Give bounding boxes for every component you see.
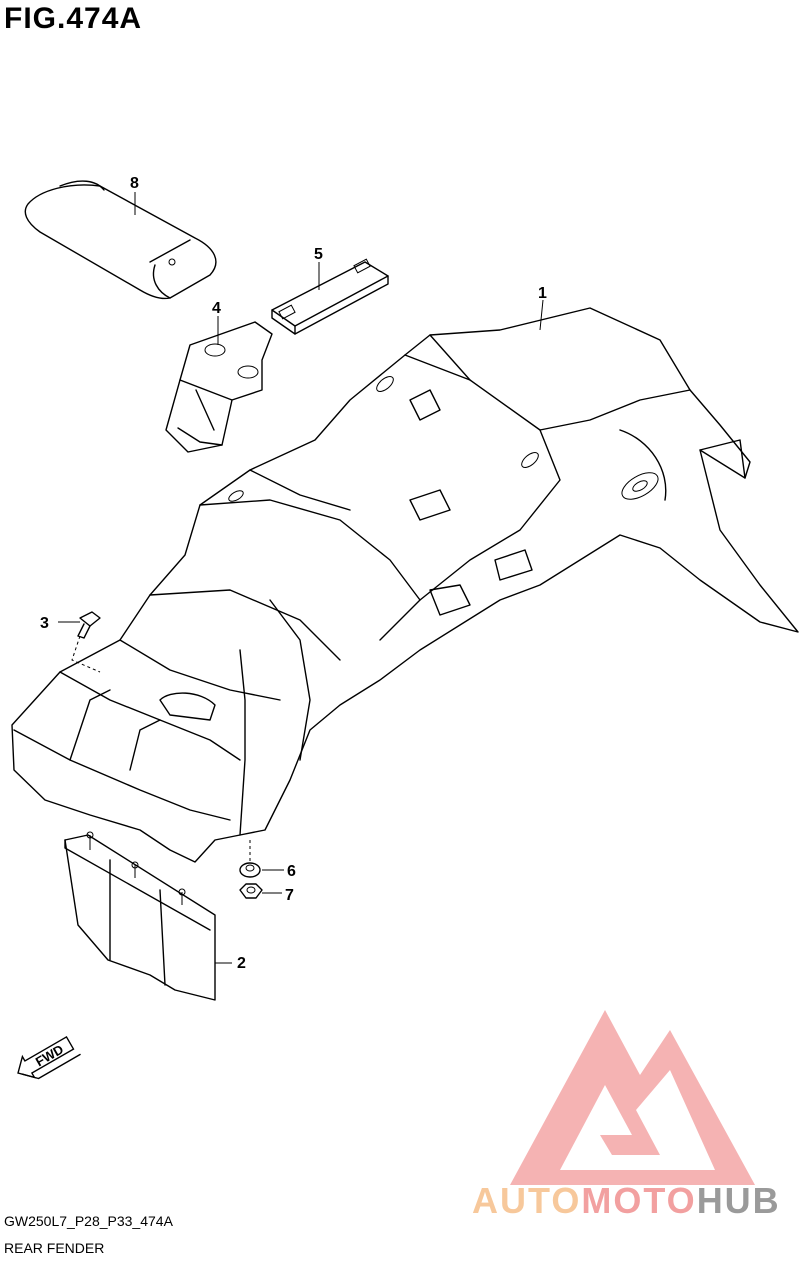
- wordmark-hub: HUB: [696, 1180, 781, 1221]
- figure-caption: REAR FENDER: [4, 1240, 105, 1256]
- mud-flap-part: [64, 831, 216, 1001]
- watermark-logo: [510, 1010, 755, 1185]
- figure-code: GW250L7_P28_P33_474A: [4, 1213, 173, 1229]
- fwd-arrow-icon: FWD: [17, 1035, 81, 1080]
- part-number-1: 1: [538, 285, 547, 302]
- bolt-part: [71, 611, 101, 673]
- part-number-2: 2: [237, 955, 246, 972]
- rubber-strap-part: [271, 258, 389, 335]
- grommet-part: [239, 840, 261, 878]
- nut-part: [239, 883, 263, 899]
- part-number-7: 7: [285, 887, 294, 904]
- part-number-5: 5: [314, 246, 323, 263]
- bracket-part: [165, 321, 273, 453]
- part-number-4: 4: [212, 300, 221, 317]
- wordmark-moto: MOTO: [581, 1180, 697, 1221]
- tool-bag-part: [24, 180, 217, 300]
- part-number-3: 3: [40, 615, 49, 632]
- wordmark-auto: AUTO: [472, 1180, 582, 1221]
- leader-lines: [58, 192, 544, 964]
- figure-title: FIG.474A: [4, 2, 143, 35]
- watermark-wordmark: AUTOMOTOHUB: [472, 1180, 781, 1222]
- part-number-6: 6: [287, 863, 296, 880]
- rear-fender-part: [11, 307, 799, 863]
- part-number-8: 8: [130, 175, 139, 192]
